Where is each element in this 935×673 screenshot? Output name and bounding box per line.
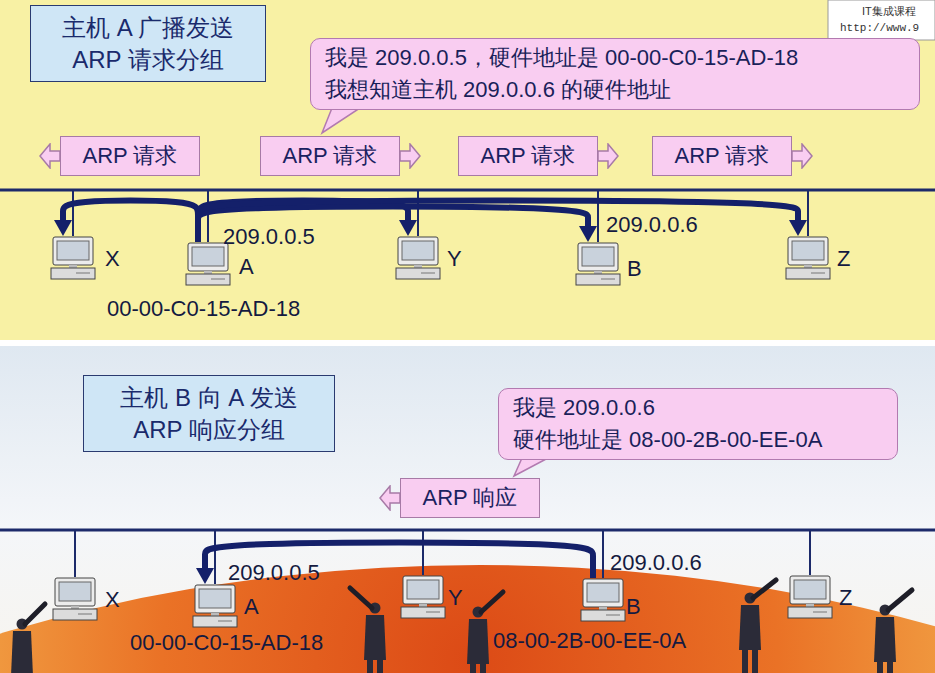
callout-text: 我想知道主机 209.0.0.6 的硬件地址 [325, 74, 905, 106]
network-bus [0, 529, 935, 532]
host-label: B [627, 258, 642, 280]
direction-arrow [379, 485, 401, 511]
callout-text: 我是 209.0.0.5，硬件地址是 00-00-C0-15-AD-18 [325, 42, 905, 74]
host-label: X [105, 589, 120, 611]
tag-text: ARP 响应 [415, 484, 525, 512]
host-label: A [244, 596, 259, 618]
computer-icon [580, 578, 626, 622]
computer-icon [785, 236, 831, 280]
computer-icon [395, 236, 441, 280]
host-label: 00-00-C0-15-AD-18 [107, 298, 300, 320]
host-computer: X [50, 236, 96, 280]
callout-tail [514, 458, 548, 476]
direction-arrow [399, 143, 421, 169]
host-label: Y [448, 587, 463, 609]
computer-icon [787, 575, 833, 619]
top-panel [0, 0, 935, 340]
host-label: A [239, 256, 254, 278]
callout-tail [322, 108, 360, 133]
arrow-tag: ARP 请求 [260, 136, 400, 176]
computer-icon [50, 236, 96, 280]
host-computer: 209.0.0.6B08-00-2B-00-EE-0A [580, 578, 626, 622]
computer-icon [192, 584, 238, 628]
host-computer: Y [400, 575, 446, 619]
host-computer: X [52, 577, 98, 621]
host-label: B [626, 596, 641, 618]
network-bus [0, 189, 935, 192]
arrow-tag: ARP 请求 [652, 136, 792, 176]
host-computer: 209.0.0.5A00-00-C0-15-AD-18 [185, 242, 231, 286]
host-label: Z [837, 248, 850, 270]
host-label: 209.0.0.6 [606, 214, 698, 236]
host-computer: Y [395, 236, 441, 280]
watermark: http://www.9 [840, 22, 919, 35]
tag-text: ARP 请求 [473, 142, 583, 170]
arp-connector [63, 201, 198, 243]
host-computer: Z [785, 236, 831, 280]
host-label: 209.0.0.6 [610, 552, 702, 574]
direction-arrow [791, 143, 813, 169]
callout-text: 硬件地址是 08-00-2B-00-EE-0A [513, 424, 883, 456]
computer-icon [52, 577, 98, 621]
direction-arrow [39, 143, 61, 169]
computer-icon [575, 242, 621, 286]
arrow-tag: ARP 响应 [400, 478, 540, 518]
planet [0, 565, 935, 673]
speech-callout: 我是 209.0.0.6硬件地址是 08-00-2B-00-EE-0A [498, 388, 898, 460]
speech-callout: 我是 209.0.0.5，硬件地址是 00-00-C0-15-AD-18我想知道… [310, 38, 920, 110]
tag-text: ARP 请求 [75, 142, 185, 170]
host-computer: 209.0.0.6B [575, 242, 621, 286]
arrow-tag: ARP 请求 [60, 136, 200, 176]
arrow-tag: ARP 请求 [458, 136, 598, 176]
host-computer: 209.0.0.5A00-00-C0-15-AD-18 [192, 584, 238, 628]
host-label: 209.0.0.5 [228, 562, 320, 584]
host-label: 08-00-2B-00-EE-0A [493, 630, 686, 652]
direction-arrow [597, 143, 619, 169]
panel-heading: 主机 B 向 A 发送 ARP 响应分组 [83, 375, 335, 452]
host-label: X [105, 248, 120, 270]
watermark: IT集成课程 [862, 5, 916, 18]
watermark-box [828, 0, 935, 40]
computer-icon [185, 242, 231, 286]
panel-heading: 主机 A 广播发送 ARP 请求分组 [30, 5, 266, 82]
heading-text: 主机 A 广播发送 ARP 请求分组 [46, 12, 251, 74]
host-label: 00-00-C0-15-AD-18 [130, 632, 323, 654]
host-label: Z [839, 587, 852, 609]
tag-text: ARP 请求 [667, 142, 777, 170]
callout-text: 我是 209.0.0.6 [513, 392, 883, 424]
tag-text: ARP 请求 [275, 142, 385, 170]
heading-text: 主机 B 向 A 发送 ARP 响应分组 [102, 382, 317, 444]
host-computer: Z [787, 575, 833, 619]
people-silhouettes [11, 580, 912, 673]
host-label: 209.0.0.5 [223, 226, 315, 248]
computer-icon [400, 575, 446, 619]
host-label: Y [447, 248, 462, 270]
